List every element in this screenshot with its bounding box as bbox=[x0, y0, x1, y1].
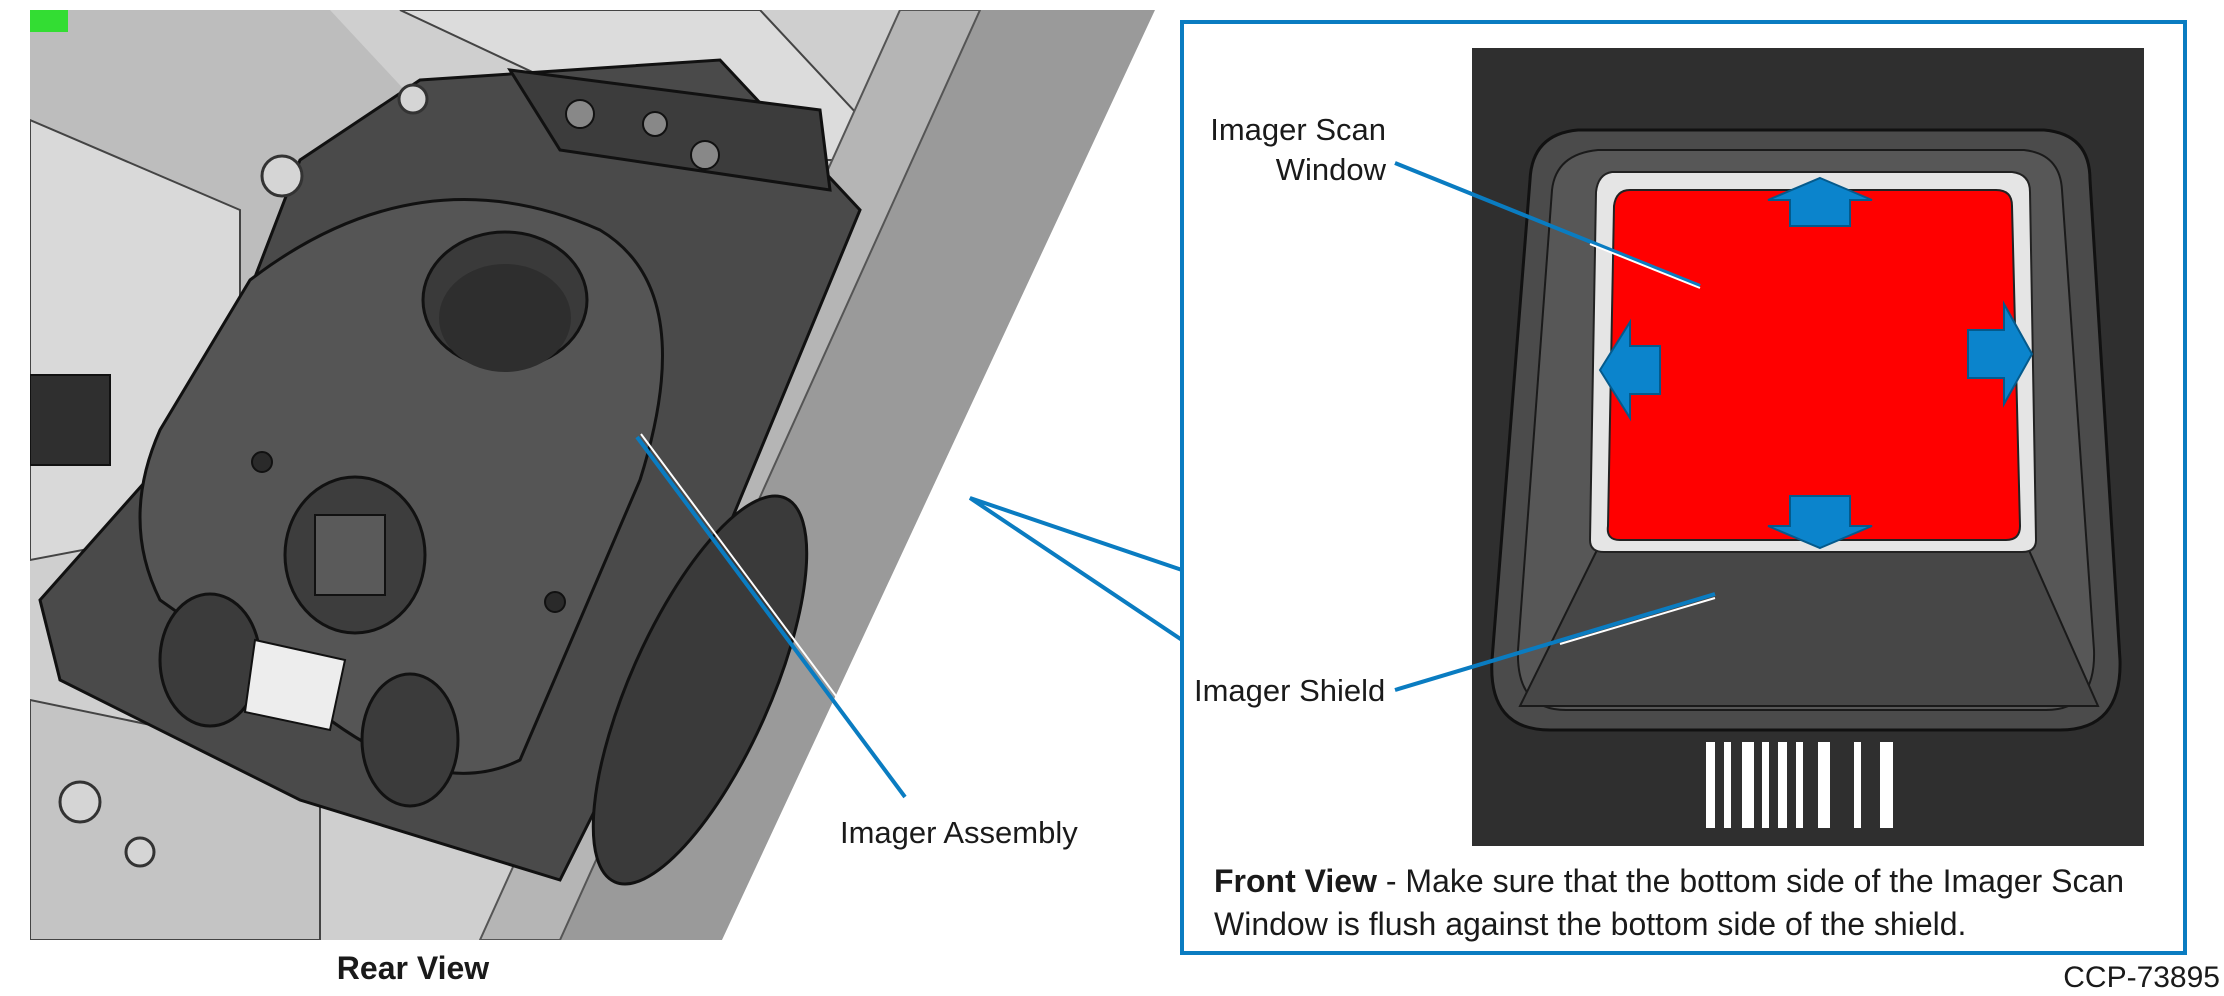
arrow-down-icon bbox=[1767, 495, 1873, 550]
front-view-caption-bold: Front View bbox=[1214, 863, 1377, 899]
imager-assembly-label: Imager Assembly bbox=[840, 815, 1078, 850]
scan-window-label: Imager Scan Window bbox=[1200, 110, 1386, 190]
imager-assembly-callout-highlight bbox=[640, 433, 910, 795]
arrow-right-icon bbox=[1967, 300, 2034, 408]
roller-right bbox=[360, 672, 460, 808]
imager-shield-callout-highlight bbox=[1559, 597, 1716, 645]
arrow-left-icon bbox=[1598, 318, 1661, 422]
screw-icon bbox=[124, 836, 156, 868]
rear-view-title: Rear View bbox=[336, 950, 490, 986]
scan-window-label-line1: Imager Scan bbox=[1210, 112, 1386, 147]
side-component bbox=[30, 374, 111, 466]
imager-assembly-callout-line bbox=[635, 435, 907, 799]
assembly-top-hole-inner bbox=[439, 264, 571, 372]
assembly-label-plate bbox=[243, 638, 347, 732]
screw-icon bbox=[690, 140, 720, 170]
front-view-caption: Front View - Make sure that the bottom s… bbox=[1214, 860, 2134, 946]
assembly-top-bracket bbox=[507, 68, 832, 192]
nut-icon bbox=[397, 83, 429, 115]
arrow-up-icon bbox=[1767, 176, 1873, 227]
figure-code: CCP-73895 bbox=[2063, 961, 2220, 994]
front-view-illustration bbox=[1472, 48, 2144, 846]
imager-scan-window bbox=[1606, 189, 2022, 541]
front-view-caption-text: - Make sure that the bottom side of the … bbox=[1214, 863, 2125, 942]
scan-window-callout-highlight bbox=[1589, 243, 1701, 289]
mount-hole bbox=[544, 591, 566, 613]
zoom-pointer bbox=[968, 496, 1184, 642]
nut-icon bbox=[260, 154, 304, 198]
imager-shield-label: Imager Shield bbox=[1194, 673, 1386, 708]
scan-window-callout-line bbox=[1394, 161, 1701, 288]
barcode-icon bbox=[1706, 742, 1893, 828]
green-indicator bbox=[30, 10, 68, 32]
screw-icon bbox=[565, 99, 595, 129]
imager-assembly bbox=[38, 58, 862, 886]
scan-window-label-line2: Window bbox=[1275, 152, 1386, 187]
screw-icon bbox=[642, 111, 668, 137]
screw-icon bbox=[58, 780, 102, 824]
mount-hole bbox=[251, 451, 273, 473]
imager-shield-callout-line bbox=[1394, 592, 1716, 692]
assembly-connector bbox=[314, 514, 386, 596]
